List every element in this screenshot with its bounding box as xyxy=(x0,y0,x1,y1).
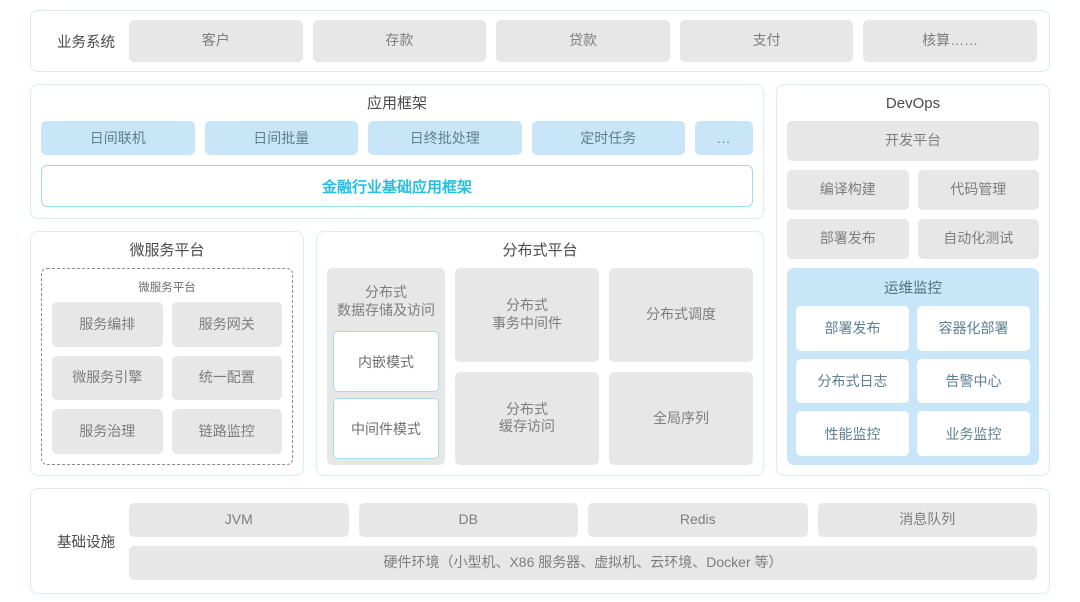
devops-item-code-management[interactable]: 代码管理 xyxy=(917,170,1039,210)
infra-chip-db[interactable]: DB xyxy=(358,502,578,537)
distributed-mode-middleware[interactable]: 中间件模式 xyxy=(333,398,439,459)
appframe-chip-scheduled-task[interactable]: 定时任务 xyxy=(531,121,685,155)
business-chip-customer[interactable]: 客户 xyxy=(129,20,303,62)
distributed-data-storage-cell[interactable]: 分布式 数据存储及访问 内嵌模式 中间件模式 xyxy=(327,268,445,465)
application-framework-chip-list: 日间联机 日间批量 日终批处理 定时任务 ... xyxy=(41,121,753,155)
business-system-chip-list: 客户 存款 贷款 支付 核算…… xyxy=(129,20,1037,62)
distributed-platform-panel: 分布式平台 分布式 数据存储及访问 内嵌模式 中间件模式 xyxy=(316,231,764,476)
microservice-item-engine[interactable]: 微服务引擎 xyxy=(52,355,163,401)
distributed-platform-body: 分布式 数据存储及访问 内嵌模式 中间件模式 分布式 事务中间件 xyxy=(327,268,753,465)
appframe-chip-eod-batch[interactable]: 日终批处理 xyxy=(368,121,522,155)
ops-item-business-monitor[interactable]: 业务监控 xyxy=(917,411,1030,456)
ops-item-distributed-log[interactable]: 分布式日志 xyxy=(796,358,909,404)
distributed-cache-access[interactable]: 分布式 缓存访问 xyxy=(455,371,599,465)
microservice-item-trace-monitor[interactable]: 链路监控 xyxy=(171,409,282,454)
devops-panel: DevOps 开发平台 编译构建 代码管理 部署发布 自动化测试 运维监控 部署… xyxy=(776,84,1050,476)
distributed-cache-access-line1: 分布式 xyxy=(506,400,548,417)
middle-section: 应用框架 日间联机 日间批量 日终批处理 定时任务 ... 金融行业基础应用框架… xyxy=(30,84,1050,476)
microservice-inner-title: 微服务平台 xyxy=(138,282,196,294)
distributed-data-storage-label: 分布式 数据存储及访问 xyxy=(333,274,439,331)
microservice-item-orchestration[interactable]: 服务编排 xyxy=(52,302,163,347)
financial-base-framework-bar[interactable]: 金融行业基础应用框架 xyxy=(41,165,753,207)
business-chip-accounting[interactable]: 核算…… xyxy=(863,20,1037,62)
business-system-panel: 业务系统 客户 存款 贷款 支付 核算…… xyxy=(30,10,1050,72)
distributed-cache-access-line2: 缓存访问 xyxy=(499,418,555,435)
infra-chip-redis[interactable]: Redis xyxy=(588,502,808,537)
application-framework-panel: 应用框架 日间联机 日间批量 日终批处理 定时任务 ... 金融行业基础应用框架 xyxy=(30,84,764,219)
business-system-label: 业务系统 xyxy=(57,34,115,51)
infrastructure-label: 基础设施 xyxy=(57,534,115,551)
devops-title: DevOps xyxy=(885,95,941,112)
microservice-platform-panel: 微服务平台 微服务平台 服务编排 服务网关 微服务引擎 统一配置 服务治理 链路… xyxy=(30,231,304,476)
distributed-transaction-middleware-line1: 分布式 xyxy=(506,297,548,314)
business-chip-deposit[interactable]: 存款 xyxy=(312,20,487,62)
business-chip-loan[interactable]: 贷款 xyxy=(496,20,670,62)
ops-item-alert-center[interactable]: 告警中心 xyxy=(917,358,1030,404)
devops-column: DevOps 开发平台 编译构建 代码管理 部署发布 自动化测试 运维监控 部署… xyxy=(776,84,1050,476)
devops-item-deploy-release[interactable]: 部署发布 xyxy=(787,219,909,259)
ops-monitoring-title: 运维监控 xyxy=(884,281,942,297)
ops-item-performance-monitor[interactable]: 性能监控 xyxy=(796,411,909,456)
appframe-chip-daytime-batch[interactable]: 日间批量 xyxy=(204,121,358,155)
infra-hardware-environment[interactable]: 硬件环境（小型机、X86 服务器、虚拟机、云环境、Docker 等） xyxy=(129,545,1037,580)
microservice-item-governance[interactable]: 服务治理 xyxy=(52,409,163,454)
microservice-inner-group: 微服务平台 服务编排 服务网关 微服务引擎 统一配置 服务治理 链路监控 xyxy=(41,268,293,465)
microservice-item-grid: 服务编排 服务网关 微服务引擎 统一配置 服务治理 链路监控 xyxy=(52,302,282,454)
ops-item-deploy-release[interactable]: 部署发布 xyxy=(796,306,909,351)
microservice-item-unified-config[interactable]: 统一配置 xyxy=(171,355,282,401)
microservice-platform-title: 微服务平台 xyxy=(129,242,205,259)
distributed-mode-embedded[interactable]: 内嵌模式 xyxy=(333,331,439,392)
infrastructure-panel: 基础设施 JVM DB Redis 消息队列 硬件环境（小型机、X86 服务器、… xyxy=(30,488,1050,594)
infra-chip-jvm[interactable]: JVM xyxy=(129,502,349,537)
infra-chip-message-queue[interactable]: 消息队列 xyxy=(817,502,1037,537)
appframe-chip-daytime-online[interactable]: 日间联机 xyxy=(41,121,195,155)
distributed-transaction-middleware[interactable]: 分布式 事务中间件 xyxy=(455,268,599,362)
devops-dev-platform[interactable]: 开发平台 xyxy=(787,121,1039,161)
middle-left-column: 应用框架 日间联机 日间批量 日终批处理 定时任务 ... 金融行业基础应用框架… xyxy=(30,84,764,476)
distributed-scheduling[interactable]: 分布式调度 xyxy=(609,268,753,362)
platforms-row: 微服务平台 微服务平台 服务编排 服务网关 微服务引擎 统一配置 服务治理 链路… xyxy=(30,231,764,476)
ops-monitoring-group: 运维监控 部署发布 容器化部署 分布式日志 告警中心 性能监控 业务监控 xyxy=(787,268,1039,465)
distributed-transaction-middleware-line2: 事务中间件 xyxy=(492,314,562,331)
appframe-chip-more[interactable]: ... xyxy=(695,121,753,155)
microservice-item-gateway[interactable]: 服务网关 xyxy=(171,302,282,347)
devops-item-grid: 编译构建 代码管理 部署发布 自动化测试 xyxy=(787,170,1039,259)
infrastructure-chip-list: JVM DB Redis 消息队列 xyxy=(129,502,1037,537)
distributed-data-storage-label-line2: 数据存储及访问 xyxy=(337,301,435,318)
business-chip-payment[interactable]: 支付 xyxy=(679,20,854,62)
application-framework-title: 应用框架 xyxy=(366,95,427,112)
ops-item-container-deploy[interactable]: 容器化部署 xyxy=(917,306,1030,351)
infrastructure-body: JVM DB Redis 消息队列 硬件环境（小型机、X86 服务器、虚拟机、云… xyxy=(129,502,1037,580)
distributed-feature-grid: 分布式 事务中间件 分布式调度 分布式 缓存访问 xyxy=(455,268,753,465)
distributed-global-sequence[interactable]: 全局序列 xyxy=(609,371,753,465)
ops-monitoring-grid: 部署发布 容器化部署 分布式日志 告警中心 性能监控 业务监控 xyxy=(796,306,1030,456)
distributed-data-storage-label-line1: 分布式 xyxy=(365,284,407,300)
distributed-platform-title: 分布式平台 xyxy=(502,242,578,259)
devops-item-compile-build[interactable]: 编译构建 xyxy=(787,170,909,210)
devops-item-automated-test[interactable]: 自动化测试 xyxy=(917,219,1039,259)
